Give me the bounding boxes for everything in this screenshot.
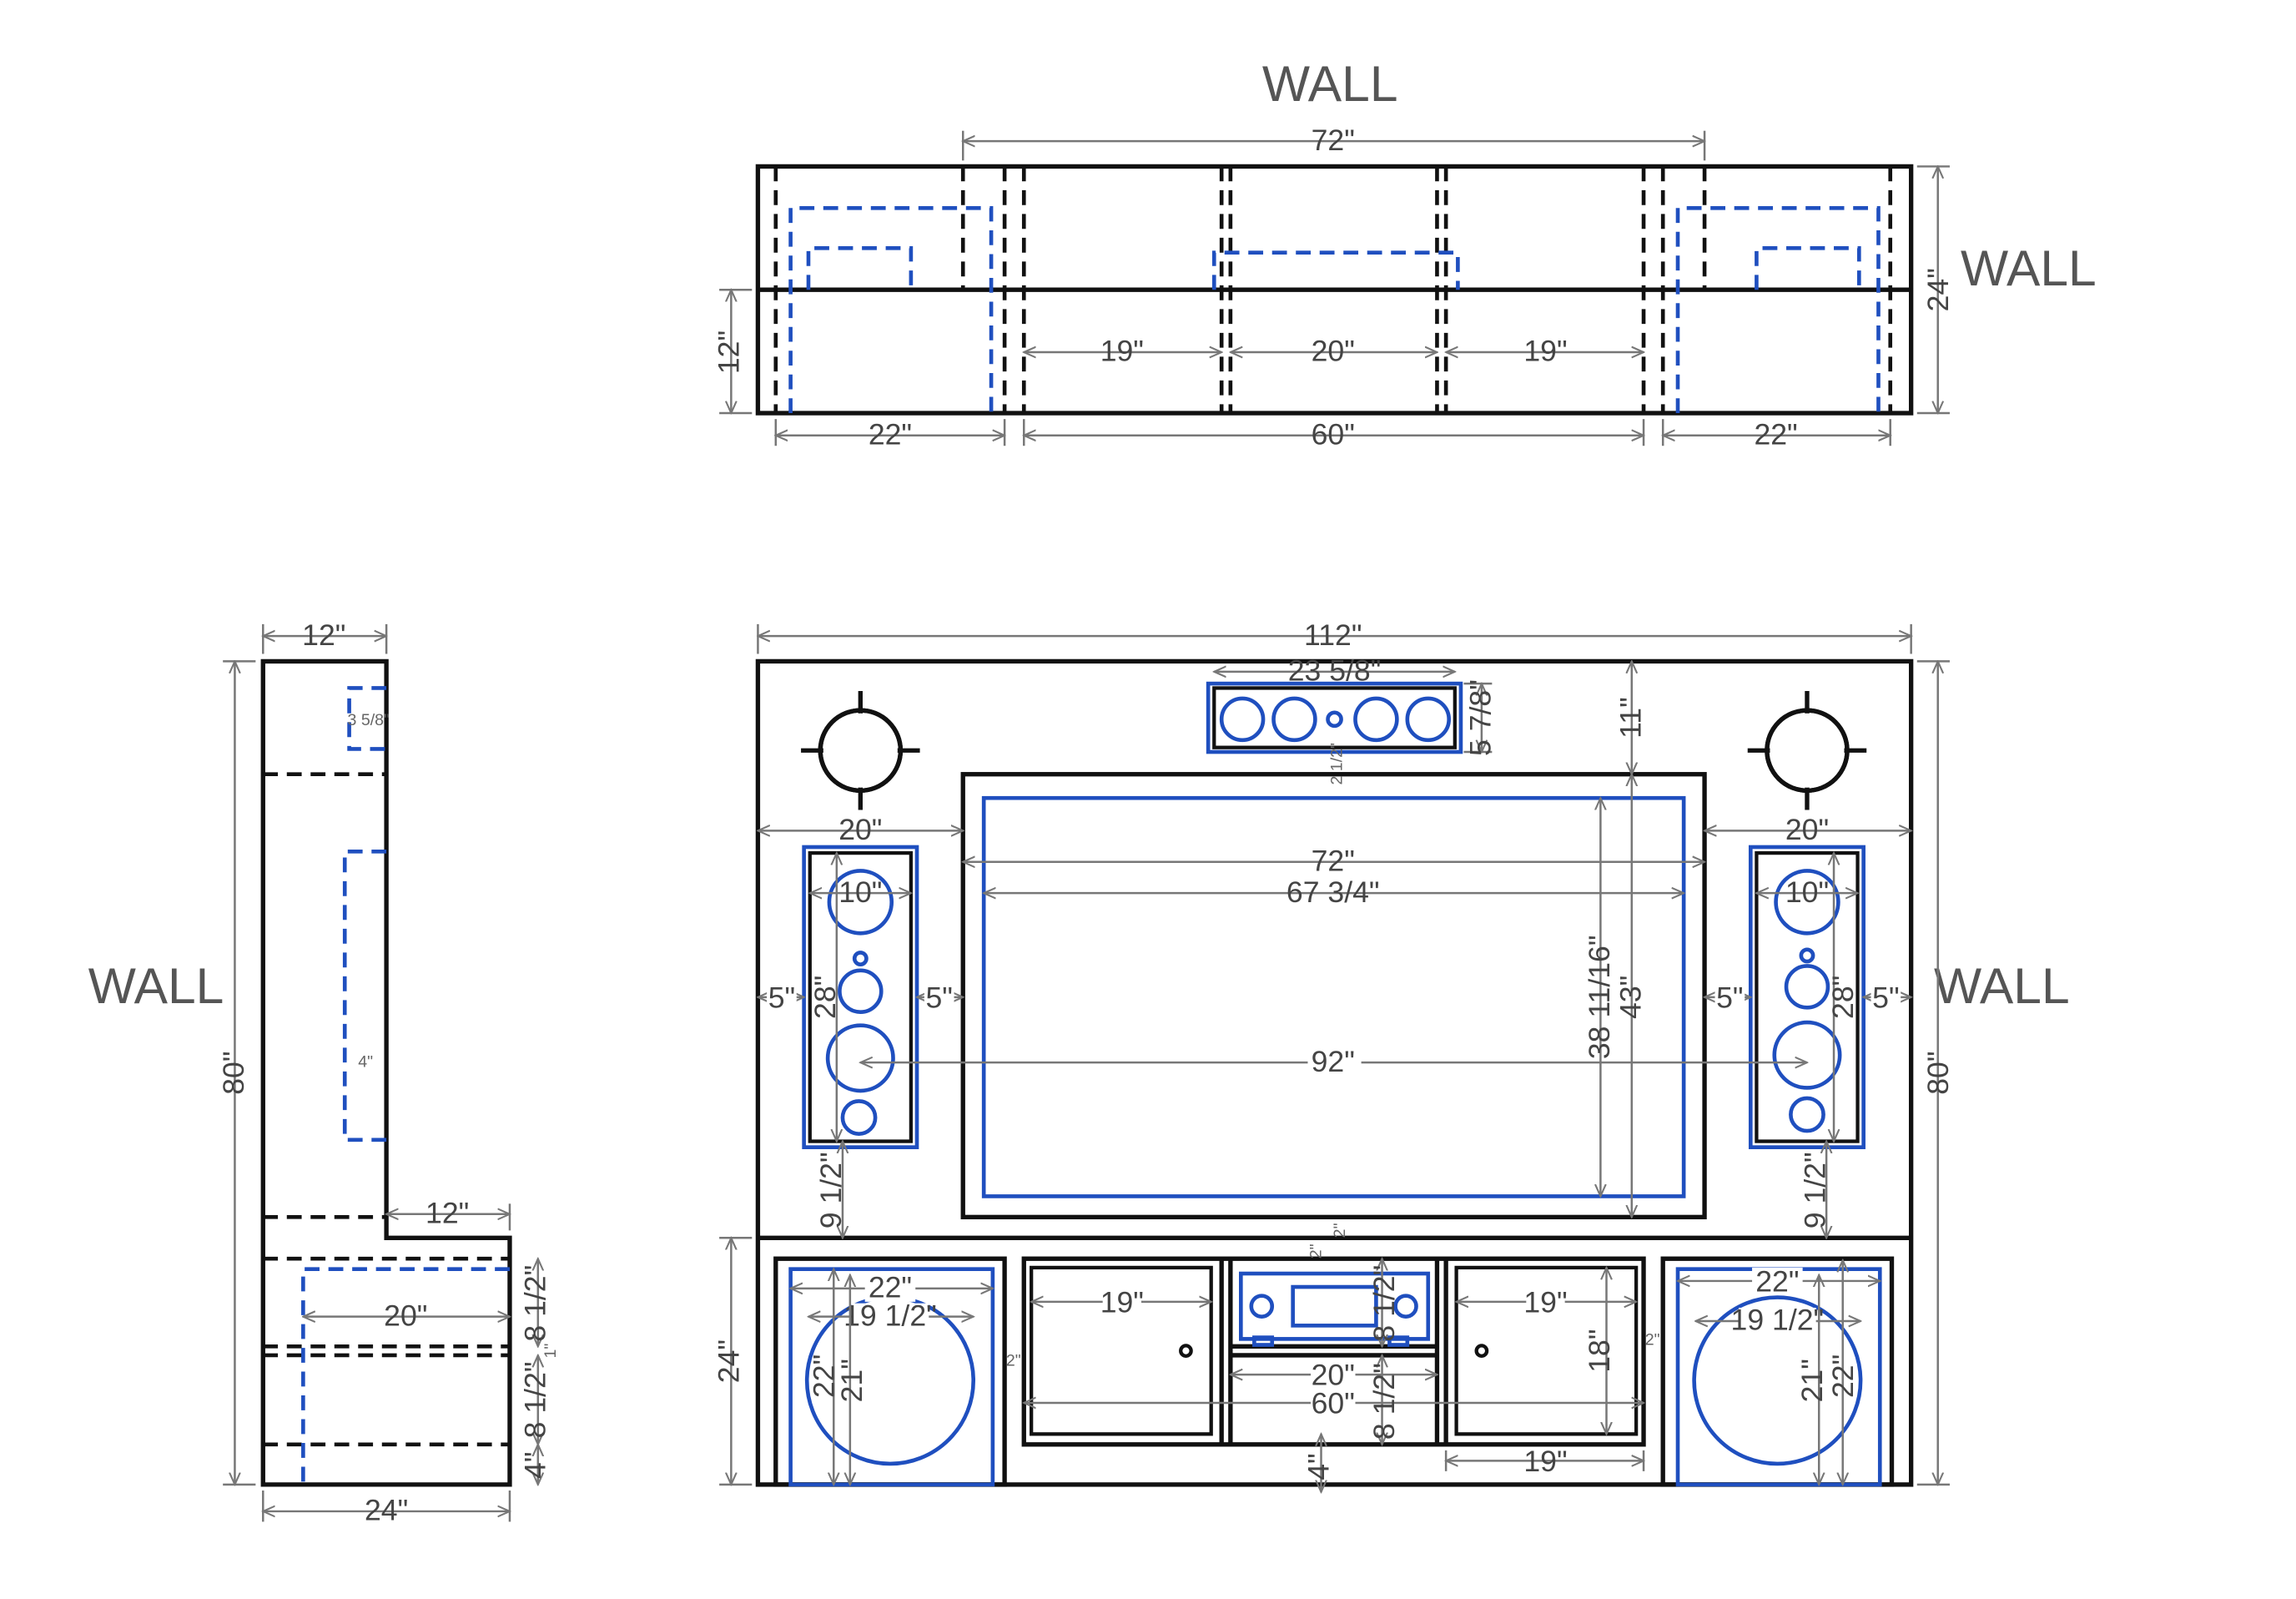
dim-92: 92" <box>1312 1045 1355 1078</box>
dim-5-7-8: 5 7/8" <box>1464 679 1498 756</box>
dim-80-side: 80" <box>217 1052 250 1095</box>
dim-24-top: 24" <box>1921 268 1955 311</box>
dim-8-1-2-low: 8 1/2" <box>1367 1363 1401 1440</box>
top-view: WALL WALL 72" <box>712 55 2096 451</box>
dim-60-top: 60" <box>1312 417 1355 451</box>
cabinet-door-left[interactable] <box>1030 1265 1213 1436</box>
dim-20-side: 20" <box>384 1299 427 1332</box>
dim-8-1-2-side-b: 8 1/2" <box>519 1361 552 1438</box>
dim-19-1-2-right: 19 1/2" <box>1731 1304 1825 1337</box>
dim-12-top: 12" <box>712 330 745 374</box>
dim-112: 112" <box>1304 618 1362 652</box>
dim-24-front: 24" <box>712 1339 745 1383</box>
dim-4-small-side: 4" <box>358 1053 373 1072</box>
dim-21v-left: 21" <box>835 1359 869 1402</box>
ceiling-speaker-right <box>1747 691 1867 810</box>
dim-2-1-2: 2 1/2" <box>1327 743 1346 785</box>
wall-label-top: WALL <box>1262 55 1398 112</box>
dim-4-side: 4" <box>519 1452 552 1479</box>
cabinet-door-right[interactable] <box>1454 1265 1639 1436</box>
dim-19-door-right: 19" <box>1523 1285 1567 1319</box>
dim-22-sub-right: 22" <box>1755 1264 1799 1298</box>
dim-8-1-2-side-a: 8 1/2" <box>519 1265 552 1342</box>
dim-4-front: 4" <box>1302 1453 1335 1480</box>
dim-8-1-2-receiver: 8 1/2" <box>1367 1265 1401 1342</box>
wall-label-side: WALL <box>88 957 224 1014</box>
dim-72-top: 72" <box>1312 124 1355 157</box>
dim-10-right: 10" <box>1785 875 1829 909</box>
dim-43: 43" <box>1614 976 1647 1019</box>
front-view: WALL 23 5/8" <box>712 618 2070 1492</box>
av-receiver <box>1239 1271 1431 1347</box>
side-view-hidden-speakers <box>301 686 510 1485</box>
dim-2-top-gap: 2" <box>1307 1243 1326 1259</box>
dim-11: 11" <box>1614 697 1647 739</box>
dim-2-left-gap: 2" <box>1006 1351 1021 1369</box>
dim-9-1-2-right: 9 1/2" <box>1798 1152 1831 1228</box>
dim-24-side: 24" <box>365 1494 408 1527</box>
dim-2-top-gap-b: 2" <box>1331 1223 1349 1238</box>
dim-12-side-top: 12" <box>302 618 345 652</box>
wall-label-front-right: WALL <box>1934 957 2070 1014</box>
dim-20-left: 20" <box>838 813 882 846</box>
dim-20-top: 20" <box>1312 335 1355 368</box>
front-view-outline <box>755 658 1914 1487</box>
dim-22-sub-left: 22" <box>869 1271 912 1304</box>
dim-19-1-2-left: 19 1/2" <box>843 1299 937 1332</box>
dim-5-left-outer: 5" <box>768 981 795 1014</box>
dim-9-1-2-left: 9 1/2" <box>814 1152 848 1228</box>
ceiling-speaker-left <box>801 691 920 810</box>
side-view-hidden-shelves <box>263 772 510 1447</box>
dim-10-left: 10" <box>838 875 882 909</box>
dim-12-side-mid: 12" <box>425 1196 469 1229</box>
side-view: WALL 3 5/8" 4" 12" 80" 12" 20" <box>88 618 560 1527</box>
center-speaker <box>1206 681 1463 754</box>
dim-28-left: 28" <box>808 976 842 1019</box>
dim-2-right-gap: 2" <box>1645 1331 1660 1349</box>
dim-18: 18" <box>1583 1329 1616 1373</box>
dim-21v-right: 21" <box>1795 1359 1829 1402</box>
side-view-outline <box>260 658 512 1487</box>
dim-22v-left: 22" <box>807 1354 840 1398</box>
door-knob-left[interactable] <box>1179 1344 1193 1358</box>
dim-72-front: 72" <box>1312 844 1355 877</box>
dim-67-3-4: 67 3/4" <box>1286 875 1380 909</box>
dim-22v-right: 22" <box>1826 1354 1860 1398</box>
dim-38-11-16: 38 11/16" <box>1583 936 1616 1060</box>
dim-5-left-inner: 5" <box>926 981 953 1014</box>
dim-5-right-inner: 5" <box>1716 981 1743 1014</box>
dim-22-top-right: 22" <box>1754 417 1797 451</box>
wall-label-top-right: WALL <box>1961 240 2097 296</box>
dim-20-right: 20" <box>1785 813 1829 846</box>
door-knob-right[interactable] <box>1474 1344 1489 1358</box>
dim-3-5-8-side: 3 5/8" <box>347 711 390 729</box>
top-view-hidden-panels <box>773 166 1893 414</box>
top-view-hidden-speakers <box>788 205 1881 414</box>
dim-23-5-8: 23 5/8" <box>1288 654 1382 688</box>
dim-19-door-left: 19" <box>1100 1285 1144 1319</box>
dim-20-center: 20" <box>1312 1359 1355 1392</box>
dim-19-bottom: 19" <box>1523 1445 1567 1478</box>
dim-22-top-left: 22" <box>869 417 912 451</box>
dim-5-right-outer: 5" <box>1872 981 1899 1014</box>
dim-19-top-left: 19" <box>1100 335 1144 368</box>
dim-1-side: 1" <box>541 1344 560 1359</box>
dim-19-top-right: 19" <box>1523 335 1567 368</box>
dim-80-front: 80" <box>1921 1052 1955 1095</box>
dim-28-right: 28" <box>1826 976 1860 1019</box>
dim-60-front: 60" <box>1312 1386 1355 1420</box>
